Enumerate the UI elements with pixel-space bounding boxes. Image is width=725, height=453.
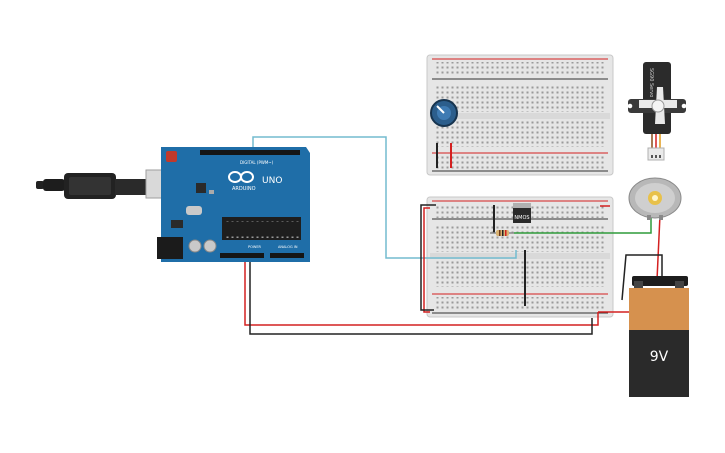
ground-wire-black[interactable] xyxy=(249,260,593,335)
battery-label: 9V xyxy=(650,349,669,365)
digital-label: DIGITAL (PWM~) xyxy=(240,160,274,165)
power-header xyxy=(220,253,264,258)
microcontroller-chip xyxy=(222,217,301,240)
power-label: POWER xyxy=(248,245,262,249)
reset-button[interactable] xyxy=(166,151,177,162)
dc-motor[interactable] xyxy=(628,177,682,220)
usb-plug-icon[interactable] xyxy=(36,169,169,199)
servo-horn[interactable] xyxy=(639,87,677,124)
servo-label: SG90 Servo xyxy=(648,68,654,97)
analog-label: ANALOG IN xyxy=(278,245,298,249)
arduino-logo-icon xyxy=(228,171,254,183)
arduino-board[interactable]: DIGITAL (PWM~) ARDUINO UNO POWER ANALOG … xyxy=(157,147,310,262)
rail-jumper-black[interactable] xyxy=(420,204,436,311)
servo-motor[interactable]: SG90 Servo xyxy=(627,62,687,161)
mosfet[interactable]: NMOS xyxy=(513,203,531,223)
rail-jumper-red[interactable] xyxy=(423,207,430,313)
battery-9v[interactable]: 9V xyxy=(629,276,689,397)
analog-header xyxy=(270,253,304,258)
brand-text: ARDUINO xyxy=(232,186,256,192)
signal-wire-blue[interactable] xyxy=(252,136,517,259)
digital-header xyxy=(200,150,300,155)
model-text: UNO xyxy=(262,176,282,186)
potentiometer[interactable] xyxy=(430,99,458,127)
motor-wire-red[interactable] xyxy=(656,214,661,281)
mosfet-label: NMOS xyxy=(514,215,529,221)
breadboard-bottom[interactable] xyxy=(426,196,614,318)
breadboard-top[interactable] xyxy=(426,54,614,176)
power-jack xyxy=(157,237,183,259)
power-wire-red[interactable] xyxy=(244,260,599,326)
resistor[interactable] xyxy=(490,230,514,236)
battery-wire-black[interactable] xyxy=(621,254,663,301)
